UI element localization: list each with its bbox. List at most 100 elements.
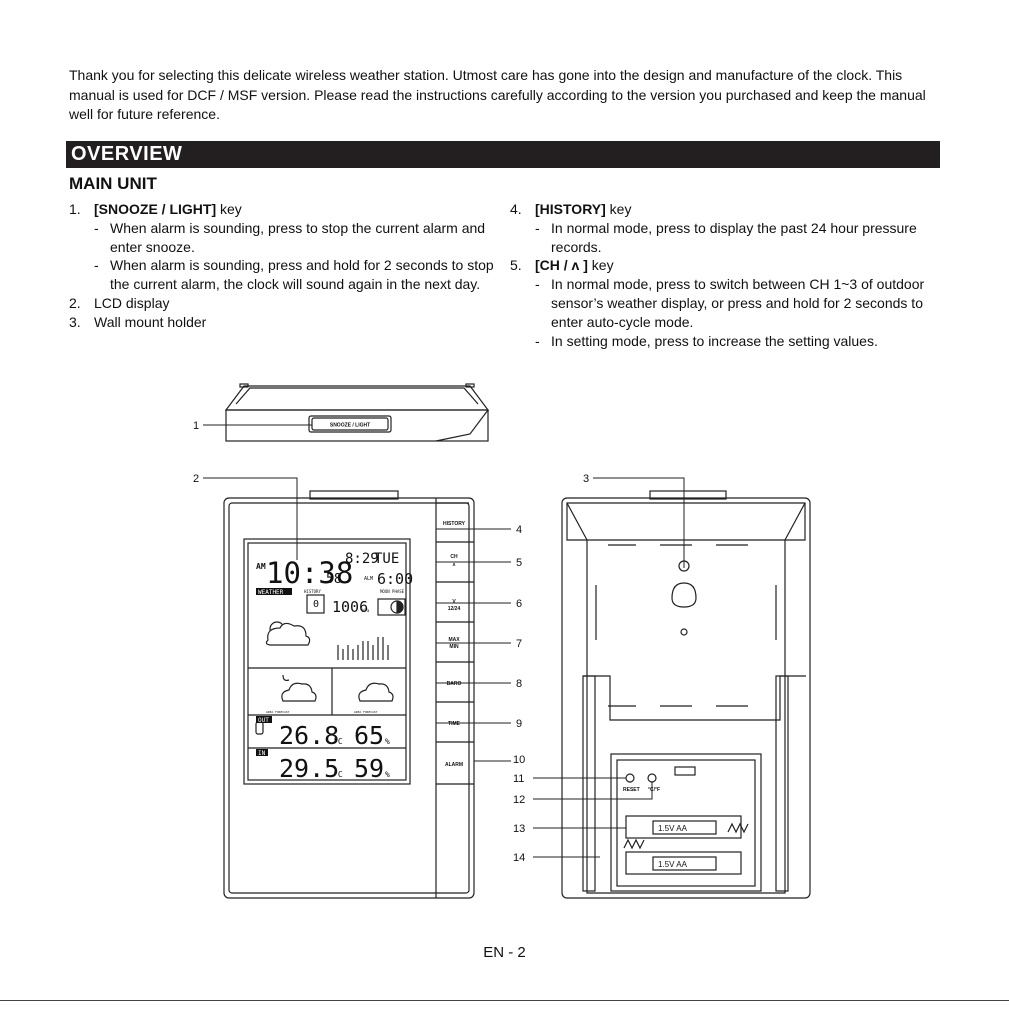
dash: - — [94, 219, 99, 236]
sub-text: In normal mode, press to switch between … — [551, 276, 925, 330]
alarm-button-label: ALARM — [445, 762, 463, 768]
footer-rule — [0, 1000, 1009, 1001]
left-column: 1. [SNOOZE / LIGHT] key -When alarm is s… — [69, 200, 509, 332]
dash: - — [535, 219, 540, 236]
top-button-label: SNOOZE / LIGHT — [330, 423, 370, 429]
lcd-day: TUE — [374, 551, 399, 567]
sub-item: -In normal mode, press to display the pa… — [510, 219, 950, 257]
lcd-seconds: 58 — [326, 572, 342, 587]
dash: - — [94, 257, 99, 274]
reset-label: RESET — [623, 787, 640, 793]
key-suffix: key — [587, 257, 614, 274]
time-button-label: TIME — [448, 721, 461, 727]
lcd-alarm-time: 6:00 — [377, 570, 413, 588]
device-front-view — [223, 490, 475, 899]
sub-item: -In normal mode, press to switch between… — [510, 275, 950, 331]
dash: - — [535, 332, 540, 349]
item-number: 1. — [69, 201, 81, 217]
up-arrow-icon: ʌ — [453, 562, 456, 568]
callout-2: 2 — [193, 473, 199, 485]
callout-9: 9 — [516, 718, 522, 730]
lcd-in-temp-unit: °C — [333, 770, 343, 779]
key-suffix: key — [216, 201, 242, 217]
down-label: V — [452, 599, 456, 605]
callout-7: 7 — [516, 638, 522, 650]
callout-5: 5 — [516, 557, 522, 569]
pressure-bar-graph — [337, 637, 389, 660]
out-tag-bg — [256, 716, 272, 723]
sub-item: -When alarm is sounding, press to stop t… — [69, 219, 509, 257]
lcd-forecast-left: AREA FORECAST — [266, 710, 290, 714]
sub-text: In normal mode, press to display the pas… — [551, 219, 917, 255]
item-number: 3. — [69, 313, 81, 330]
sub-text: In setting mode, press to increase the s… — [551, 332, 878, 349]
key-suffix: key — [605, 201, 632, 217]
list-item-1: 1. [SNOOZE / LIGHT] key — [69, 200, 509, 219]
callout-leaders — [203, 424, 685, 858]
lcd-out-hum-unit: % — [385, 737, 390, 746]
key-name: [CH / ʌ ] — [535, 257, 588, 274]
page-number: EN - 2 — [483, 944, 526, 961]
item-number: 4. — [510, 201, 522, 217]
sub-item: -In setting mode, press to increase the … — [510, 332, 950, 351]
ch-label: CH — [450, 554, 458, 560]
sub-item: -When alarm is sounding, press and hold … — [69, 256, 509, 294]
lcd-history-label: HISTORY — [304, 589, 321, 594]
list-item-5: 5. [CH / ʌ ] key — [510, 256, 950, 275]
max-label: MAX — [448, 637, 460, 643]
device-illustration: SNOOZE / LIGHT — [193, 383, 811, 899]
callout-3: 3 — [583, 473, 589, 485]
sub-text: When alarm is sounding, press to stop th… — [110, 219, 486, 255]
lcd-out-temp-unit: °C — [333, 737, 343, 746]
lcd-forecast-right: AREA FORECAST — [354, 710, 378, 714]
lcd-weather-tag: WEATHER — [258, 589, 284, 596]
lcd-in-temp: 29.5 — [279, 754, 339, 783]
lcd-in-hum: 59 — [354, 754, 384, 783]
callout-14: 14 — [513, 852, 525, 864]
callout-10: 10 — [513, 754, 525, 766]
callout-13: 13 — [513, 823, 525, 835]
lcd-ampm: AM — [256, 562, 266, 571]
callout-11: 11 — [513, 773, 524, 785]
right-column: 4. [HISTORY] key -In normal mode, press … — [510, 200, 950, 350]
min-label: MIN — [449, 644, 459, 650]
key-name: [SNOOZE / LIGHT] — [94, 201, 217, 217]
lcd-pressure-unit: hPa — [362, 608, 370, 613]
callout-6: 6 — [516, 598, 522, 610]
callout-12: 12 — [513, 794, 525, 806]
in-tag-bg — [256, 749, 268, 756]
lcd-out-temp: 26.8 — [279, 721, 339, 750]
intro-paragraph: Thank you for selecting this delicate wi… — [69, 67, 926, 122]
lcd-date-time: 8:29 — [345, 551, 379, 567]
key-name: [HISTORY] — [535, 201, 606, 217]
12-24-label: 12/24 — [448, 606, 461, 612]
lcd-in-tag: IN — [258, 750, 266, 757]
lcd-pressure: 1006 — [332, 598, 368, 616]
dash: - — [535, 276, 540, 293]
device-top-view — [224, 383, 490, 442]
section-banner-overview: OVERVIEW — [66, 141, 940, 168]
history-button-label: HISTORY — [443, 521, 466, 527]
lcd-alarm-label: ALM — [364, 576, 373, 582]
lcd-history-value: 0 — [313, 599, 319, 610]
lcd-time: 10:38 — [266, 556, 353, 590]
ch-button-label: CH ʌ — [450, 554, 458, 568]
lcd-in-hum-unit: % — [385, 770, 390, 779]
c-f-label: °C/°F — [648, 787, 660, 793]
device-back-view — [561, 490, 811, 899]
battery-1-label: 1.5V AA — [658, 824, 688, 833]
item-number: 5. — [510, 257, 522, 274]
baro-button-label: BARO — [447, 681, 462, 687]
item-number: 2. — [69, 294, 81, 311]
list-item-4: 4. [HISTORY] key — [510, 200, 950, 219]
item-text: Wall mount holder — [94, 313, 207, 330]
weather-tag-bg — [256, 588, 292, 595]
battery-2-label: 1.5V AA — [658, 860, 688, 869]
lcd-out-tag: OUT — [258, 717, 269, 724]
list-item-2: 2. LCD display — [69, 294, 509, 313]
callout-4: 4 — [516, 524, 522, 536]
item-text: LCD display — [94, 294, 170, 311]
list-item-3: 3. Wall mount holder — [69, 313, 509, 332]
